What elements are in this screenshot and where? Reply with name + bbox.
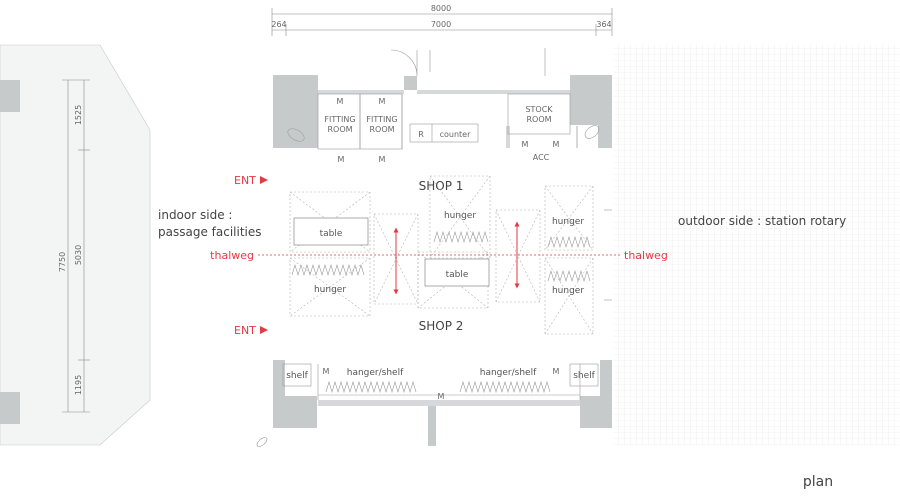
stock-room-label-b: ROOM — [526, 115, 551, 124]
hunger-label-left: hunger — [314, 285, 346, 295]
register-label: R — [418, 130, 424, 139]
table-left — [293, 217, 369, 246]
counter-box — [409, 123, 479, 143]
hunger-label-right-top: hunger — [552, 217, 584, 227]
table-center — [424, 258, 490, 287]
left-dimensions: 7750 1525 5030 1195 — [58, 79, 90, 413]
counter-label: counter — [440, 130, 471, 139]
fitting-room-label-1a: FITTING — [324, 115, 355, 124]
dim-left-middle: 5030 — [74, 245, 83, 265]
mirror-top-a: M — [338, 155, 345, 164]
indoor-side-label-2: passage facilities — [158, 225, 262, 239]
ent-arrow-bottom — [260, 326, 268, 334]
hanger-shelf-label-left: hanger/shelf — [347, 368, 404, 378]
mirror-fitting-2: M — [379, 97, 386, 106]
top-dimensions: 8000 264 7000 364 — [271, 4, 613, 36]
mirror-acc-b: M — [553, 140, 560, 149]
door-swing — [390, 49, 418, 77]
shelf-left-label: shelf — [286, 371, 308, 381]
table-left-label: table — [320, 229, 343, 239]
shelf-right-box — [569, 363, 599, 387]
indoor-column-bottom — [0, 392, 20, 424]
dim-left-total: 7750 — [58, 252, 67, 272]
fitting-room-label-2b: ROOM — [369, 125, 394, 134]
plant-top-right — [584, 125, 600, 139]
hanger-shelf-label-right: hanger/shelf — [480, 368, 537, 378]
plant-bottom-left — [256, 437, 268, 447]
table-center-label: table — [446, 270, 469, 280]
ent-label-bottom: ENT — [234, 324, 256, 337]
dim-left-bottom: 1195 — [74, 375, 83, 395]
ent-label-top: ENT — [234, 174, 256, 187]
dim-top-total: 8000 — [431, 4, 451, 13]
dim-top-right: 364 — [596, 20, 611, 29]
ent-arrow-top — [260, 176, 268, 184]
fitting-rooms — [317, 93, 403, 150]
hunger-label-right-bottom: hunger — [552, 286, 584, 296]
mirror-acc-a: M — [522, 140, 529, 149]
shelf-right-label: shelf — [573, 371, 595, 381]
dim-left-top: 1525 — [74, 105, 83, 125]
mirror-bottom-left: M — [323, 367, 330, 376]
shelf-left-box — [282, 363, 312, 387]
mirror-top-b: M — [379, 155, 386, 164]
thalweg-label-right: thalweg — [624, 249, 668, 262]
hanger-racks — [291, 230, 591, 394]
dim-top-middle: 7000 — [431, 20, 451, 29]
acc-label: ACC — [533, 153, 550, 162]
fitting-room-label-1b: ROOM — [327, 125, 352, 134]
shop2-label: SHOP 2 — [419, 319, 464, 333]
shop1-label: SHOP 1 — [419, 179, 464, 193]
indoor-passage — [0, 44, 151, 446]
indoor-column-top — [0, 80, 20, 112]
indoor-side-label-1: indoor side : — [158, 208, 232, 222]
plan-label: plan — [803, 474, 833, 490]
mirror-bottom-right: M — [553, 367, 560, 376]
building-walls — [273, 75, 612, 446]
dim-top-left: 264 — [271, 20, 286, 29]
mirror-bottom-center: M — [438, 392, 445, 401]
plant-top-left — [287, 128, 305, 142]
stock-room-label-a: STOCK — [525, 105, 553, 114]
thalweg-label-left: thalweg — [210, 249, 254, 262]
fitting-room-label-2a: FITTING — [366, 115, 397, 124]
outdoor-area — [614, 45, 900, 445]
hunger-label-center: hunger — [444, 211, 476, 221]
stock-room-box — [507, 93, 571, 135]
mirror-fitting-1: M — [337, 97, 344, 106]
outdoor-side-label: outdoor side : station rotary — [678, 214, 846, 228]
